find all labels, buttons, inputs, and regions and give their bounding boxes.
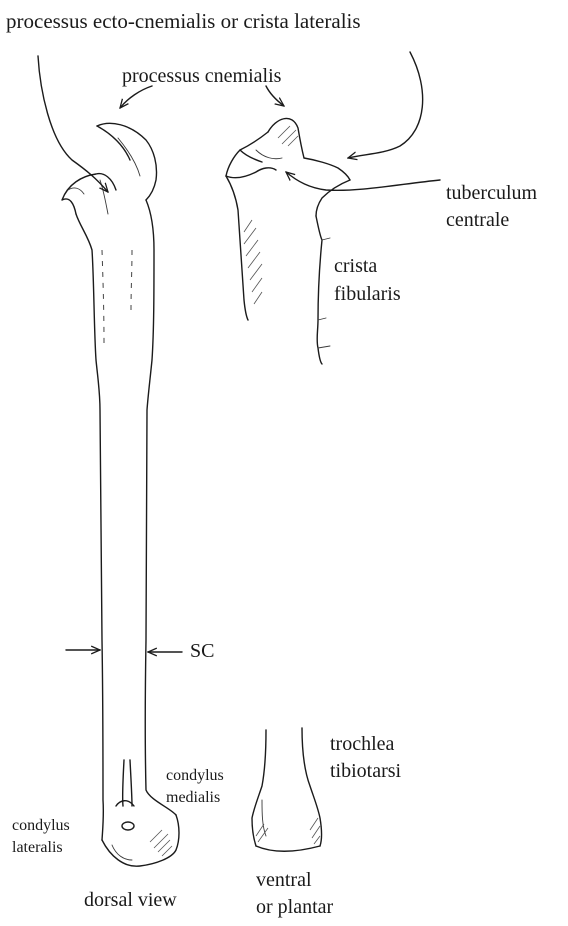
proximal-head-outline — [62, 174, 116, 214]
label-condylus-lateralis-line2: lateralis — [12, 840, 63, 857]
label-processus-ecto-cnemialis: processus ecto-cnemialis or crista later… — [6, 10, 361, 32]
label-condylus-medialis-line2: medialis — [166, 790, 220, 807]
arrow-ecto-right — [348, 52, 423, 158]
bone-left-edge — [76, 214, 103, 840]
distal-plantar-view — [252, 728, 322, 851]
label-tuberculum-line1: tuberculum — [446, 183, 537, 204]
leader-lines — [38, 52, 440, 652]
label-condylus-medialis-line1: condylus — [166, 768, 224, 785]
bone-right-edge — [145, 200, 176, 815]
label-tuberculum-line2: centrale — [446, 210, 509, 231]
label-trochlea-line1: trochlea — [330, 734, 394, 755]
processus-cnemialis-lateral — [268, 118, 304, 158]
processus-cnemialis-crest — [97, 123, 157, 200]
arrow-cnemialis-right — [266, 86, 284, 106]
arrow-ecto-left — [38, 56, 108, 192]
trochlea-base — [256, 846, 320, 851]
label-condylus-lateralis-line1: condylus — [12, 818, 70, 835]
proximal-lateral-view — [226, 118, 350, 364]
label-crista-line1: crista — [334, 256, 377, 277]
label-ventral-line1: ventral — [256, 870, 312, 891]
label-ventral-line2: or plantar — [256, 897, 333, 918]
arrow-cnemialis-left — [120, 86, 152, 108]
label-crista-line2: fibularis — [334, 284, 401, 305]
tibiotarsus-dorsal-view — [62, 123, 179, 866]
distal-condyles — [102, 815, 179, 866]
label-dorsal-view: dorsal view — [84, 890, 177, 911]
label-sc: SC — [190, 641, 214, 662]
label-processus-cnemialis: processus cnemialis — [122, 66, 281, 87]
label-trochlea-line2: tibiotarsi — [330, 761, 401, 782]
crista-fibularis-edge — [316, 216, 322, 364]
lateral-shaft-left-edge — [226, 176, 248, 320]
arrow-tuberculum — [286, 172, 440, 190]
